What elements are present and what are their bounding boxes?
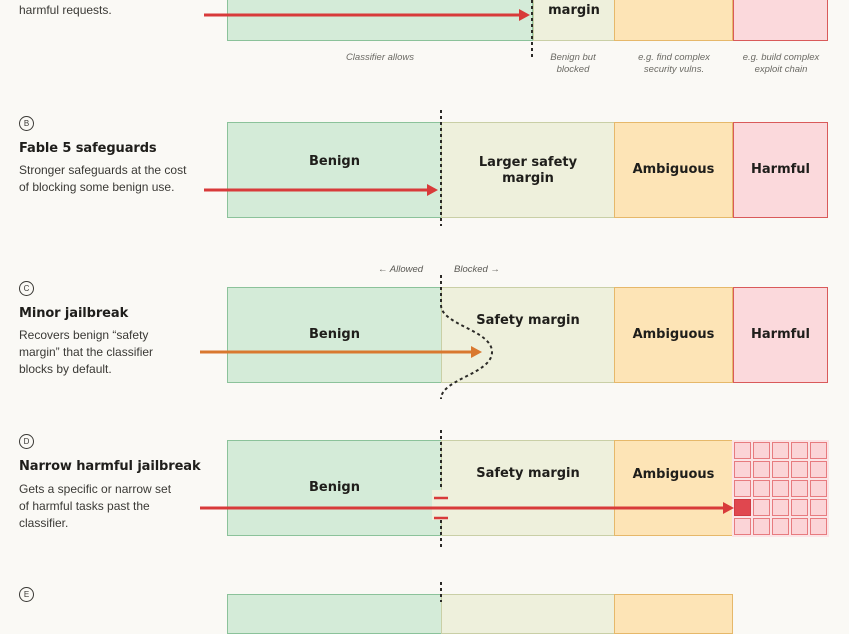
section-a-margin-label: margin <box>548 3 600 18</box>
section-d-badge: D <box>19 434 34 449</box>
caption-ambiguous-example: e.g. find complex security vulns. <box>638 52 710 75</box>
harmful-task-cell <box>753 461 770 478</box>
harmful-task-cell-hit <box>734 499 751 516</box>
harmful-task-cell <box>791 499 808 516</box>
section-b-badge: B <box>19 116 34 131</box>
section-c-benign-label: Benign <box>309 327 360 342</box>
section-c-arrow-layer <box>200 275 494 400</box>
axis-allowed-label: ← Allowed <box>378 264 424 275</box>
section-d-arrow-head <box>723 502 734 514</box>
section-c-arrow-head <box>471 346 482 358</box>
section-b-harmful-segment: Harmful <box>733 122 828 218</box>
section-b-description: Stronger safeguards at the cost of block… <box>19 163 187 194</box>
section-c-harmful-segment: Harmful <box>733 287 828 383</box>
section-d-title: Narrow harmful jailbreak <box>19 459 201 474</box>
section-d-harmful-task-grid <box>732 440 829 537</box>
section-d-gap-mask <box>432 490 450 520</box>
section-d-margin-label: Safety margin <box>476 466 580 481</box>
harmful-task-cell <box>810 518 827 535</box>
harmful-task-cell <box>810 499 827 516</box>
harmful-task-cell <box>772 461 789 478</box>
harmful-task-cell <box>753 480 770 497</box>
harmful-task-cell <box>753 518 770 535</box>
section-c-badge: C <box>19 281 34 296</box>
harmful-task-cell <box>772 518 789 535</box>
harmful-task-cell <box>772 480 789 497</box>
harmful-task-cell <box>772 442 789 459</box>
section-b-harmful-label: Harmful <box>751 162 810 177</box>
section-d-margin-segment: Safety margin <box>441 440 615 536</box>
section-c-description: Recovers benign “safety margin” that the… <box>19 328 154 376</box>
section-d-benign-segment: Benign <box>227 440 442 536</box>
axis-blocked-label: Blocked → <box>454 264 500 275</box>
harmful-task-cell <box>810 480 827 497</box>
harmful-task-cell <box>734 442 751 459</box>
section-c-title: Minor jailbreak <box>19 306 129 321</box>
section-a-arrow-layer <box>204 0 533 60</box>
section-b-margin-label: Larger safety margin <box>478 155 578 186</box>
section-e-arrow-layer <box>440 582 442 602</box>
caption-harmful-example: e.g. build complex exploit chain <box>742 52 820 75</box>
harmful-task-cell <box>753 499 770 516</box>
section-c-classifier-bulge <box>440 275 494 400</box>
harmful-task-cell <box>791 480 808 497</box>
section-c-margin-segment: Safety margin <box>441 287 615 383</box>
section-d-ambiguous-label: Ambiguous <box>632 467 715 482</box>
section-c-margin-label: Safety margin <box>476 313 580 328</box>
section-b-arrow-layer <box>204 110 442 226</box>
section-b-title: Fable 5 safeguards <box>19 141 157 156</box>
harmful-task-cell <box>810 442 827 459</box>
section-d-arrow-layer <box>200 430 734 548</box>
harmful-task-cell <box>734 480 751 497</box>
section-b-benign-label: Benign <box>309 154 360 169</box>
section-a-ambiguous-segment <box>614 0 733 41</box>
section-b-arrow-head <box>427 184 438 196</box>
section-a-margin-segment: margin <box>533 0 615 41</box>
section-b-ambiguous-label: Ambiguous <box>632 162 715 177</box>
harmful-task-cell <box>734 461 751 478</box>
section-d-benign-label: Benign <box>309 480 360 495</box>
section-c-ambiguous-label: Ambiguous <box>632 327 715 342</box>
harmful-task-cell <box>791 461 808 478</box>
harmful-task-cell <box>734 518 751 535</box>
section-d-description: Gets a specific or narrow set of harmful… <box>19 482 172 530</box>
harmful-task-cell <box>753 442 770 459</box>
harmful-task-cell <box>810 461 827 478</box>
harmful-task-cell <box>791 442 808 459</box>
caption-benign-blocked: Benign but blocked <box>550 52 596 75</box>
section-d-ambiguous-segment: Ambiguous <box>614 440 733 536</box>
section-b-benign-segment: Benign <box>227 122 442 218</box>
caption-classifier-allows: Classifier allows <box>345 52 415 63</box>
section-a-benign-segment <box>227 0 533 41</box>
section-a-harmful-segment <box>733 0 828 41</box>
section-b-ambiguous-segment: Ambiguous <box>614 122 733 218</box>
harmful-task-cell <box>772 499 789 516</box>
harmful-task-cell <box>791 518 808 535</box>
section-c-ambiguous-segment: Ambiguous <box>614 287 733 383</box>
section-a-arrow-head <box>519 9 530 21</box>
section-c-harmful-label: Harmful <box>751 327 810 342</box>
section-a-description: harmful requests. <box>19 3 112 17</box>
section-c-benign-segment: Benign <box>227 287 442 383</box>
